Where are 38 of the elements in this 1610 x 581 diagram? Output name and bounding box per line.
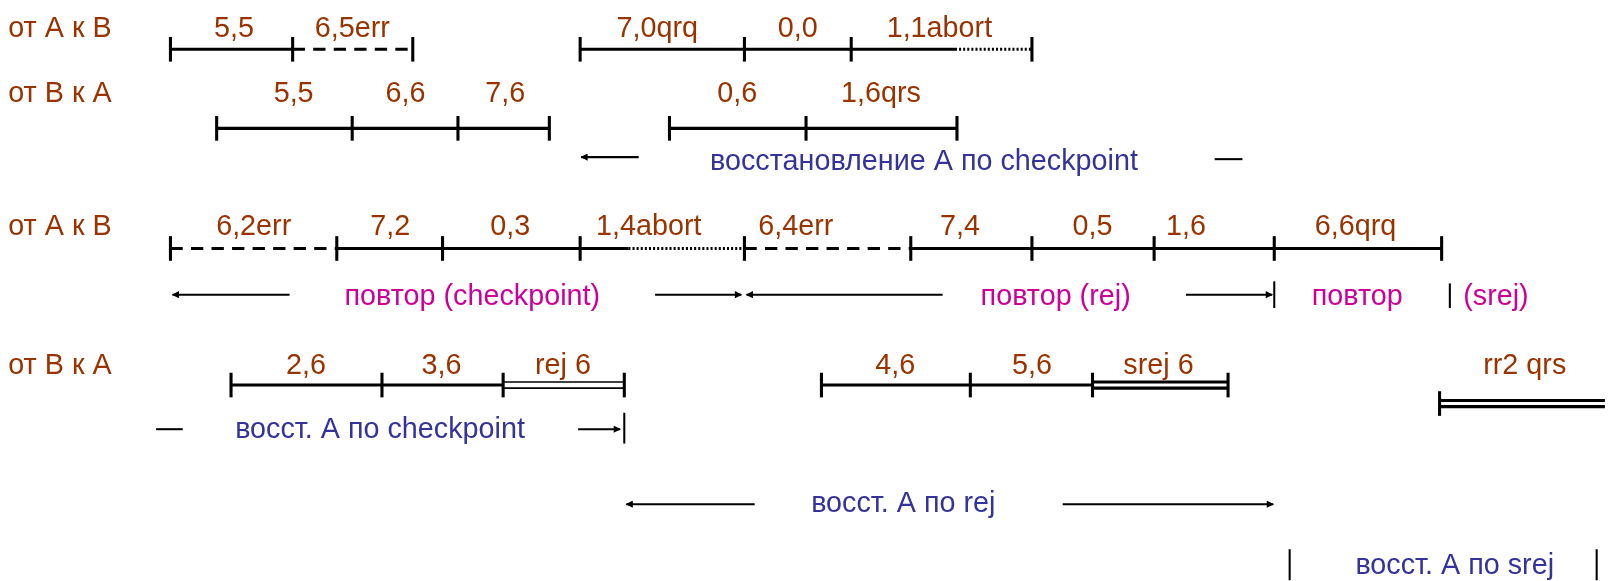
frame-label: rr2 qrs bbox=[1483, 348, 1567, 381]
frame-label: 6,5err bbox=[314, 11, 390, 45]
recovery-note: восст. А по srej bbox=[1355, 548, 1555, 581]
frame-label: 0,6 bbox=[717, 76, 758, 109]
frame-label: 5,6 bbox=[1011, 348, 1052, 381]
retransmit-note: повтор bbox=[1311, 279, 1403, 313]
frame-label: 1,6qrs bbox=[840, 76, 921, 109]
frame-label: 1,1abort bbox=[886, 11, 993, 45]
frame-label: 7,6 bbox=[485, 76, 526, 109]
recovery-note: восст. А по checkpoint bbox=[235, 412, 525, 446]
frame-label: 1,4abort bbox=[596, 209, 702, 243]
direction-label: от А к В bbox=[8, 209, 112, 243]
frame-label: 5,5 bbox=[273, 76, 314, 109]
frame-label: 2,6 bbox=[285, 348, 326, 381]
frame-label: 4,6 bbox=[875, 348, 916, 381]
direction-label: от В к А bbox=[8, 348, 112, 381]
frame-label: 0,3 bbox=[490, 209, 531, 243]
recovery-note: восст. А по rej bbox=[811, 486, 996, 520]
frame-label: rej 6 bbox=[534, 348, 591, 381]
frame-label: srej 6 bbox=[1123, 348, 1194, 381]
frame-label: 6,6qrq bbox=[1314, 209, 1397, 243]
frame-label: 5,5 bbox=[214, 11, 255, 45]
frame-label: 6,6 bbox=[385, 76, 426, 109]
frame-label: 6,4err bbox=[758, 209, 834, 243]
frame-label: 1,6 bbox=[1165, 209, 1206, 243]
frame-label: 0,5 bbox=[1072, 209, 1113, 243]
direction-label: от В к А bbox=[8, 76, 112, 109]
frame-label: 0,0 bbox=[777, 11, 818, 45]
frame-label: 3,6 bbox=[421, 348, 462, 381]
retransmit-note: (srej) bbox=[1463, 279, 1529, 313]
frame-label: 7,4 bbox=[940, 209, 980, 243]
frame-label: 6,2err bbox=[216, 209, 292, 243]
retransmit-note: повтор (rej) bbox=[980, 279, 1131, 313]
frame-label: 7,2 bbox=[370, 209, 411, 243]
recovery-note: восстановление А по checkpoint bbox=[710, 144, 1138, 178]
frame-label: 7,0qrq bbox=[616, 11, 699, 45]
retransmit-note: повтор (checkpoint) bbox=[344, 279, 601, 313]
direction-label: от А к В bbox=[8, 11, 112, 45]
